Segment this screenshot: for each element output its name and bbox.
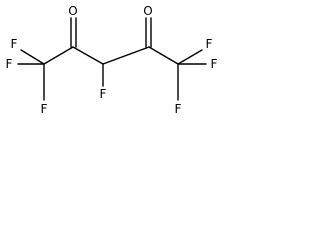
bond-c1-f-top [20,49,45,65]
bond-c4-c5 [148,46,179,65]
atom-f-left-bottom: F [41,102,48,116]
atom-f-center: F [100,87,107,101]
bond-c3-c4 [102,46,150,65]
bond-c2-c3 [72,46,104,65]
atom-labels: O O F F F F F F F [6,4,218,116]
atom-o-right: O [143,4,152,18]
atom-f-left-mid: F [6,57,13,71]
molecule-structure-diagram: O O F F F F F F F [6,4,218,116]
bonds [17,17,207,101]
bond-c1-c2 [43,46,74,65]
atom-f-right-mid: F [211,57,218,71]
atom-f-right-bottom: F [175,102,182,116]
bond-c5-f-top [177,49,203,65]
atom-f-left-top: F [11,37,18,51]
atom-o-left: O [68,4,77,18]
atom-f-right-top: F [206,37,213,51]
